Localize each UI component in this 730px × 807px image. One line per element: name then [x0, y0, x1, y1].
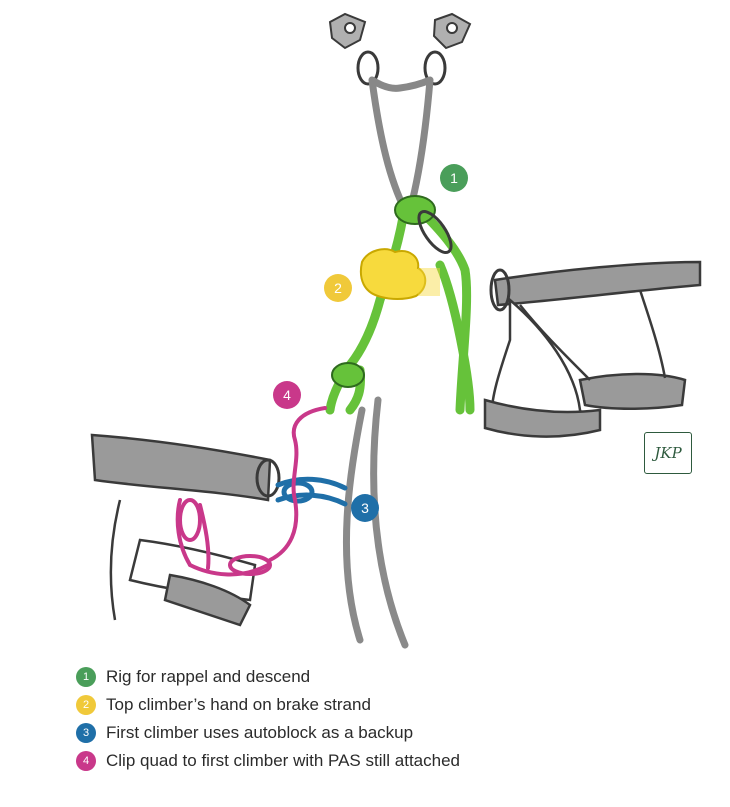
legend-dot-1: 1 [76, 667, 96, 687]
rappel-device [394, 195, 436, 225]
legend-text-4: Clip quad to first climber with PAS stil… [106, 751, 460, 770]
marker-4: 4 [273, 381, 301, 409]
right-harness-carabiner [489, 268, 511, 312]
lower-rappel-device [331, 362, 365, 388]
quad-pas [175, 406, 327, 577]
legend-item-2: 2 Top climber’s hand on brake strand [76, 693, 371, 717]
right-harness [483, 260, 702, 438]
hand-glow [418, 268, 440, 296]
left-harness [90, 433, 281, 627]
legend-dot-3: 3 [76, 723, 96, 743]
marker-1: 1 [440, 164, 468, 192]
legend-dot-4: 4 [76, 751, 96, 771]
legend-text-3: First climber uses autoblock as a backup [106, 723, 414, 742]
legend-dot-2: 2 [76, 695, 96, 715]
anchor-bolts [328, 12, 472, 86]
gray-rope-strands [342, 396, 409, 649]
legend-item-3: 3 First climber uses autoblock as a back… [76, 721, 413, 745]
legend-item-4: 4 Clip quad to first climber with PAS st… [76, 749, 460, 773]
marker-2: 2 [324, 274, 352, 302]
marker-3: 3 [351, 494, 379, 522]
brake-hand [359, 248, 427, 300]
legend-item-1: 1 Rig for rappel and descend [76, 665, 310, 689]
artist-signature: JKP [644, 432, 692, 474]
legend-text-1: Rig for rappel and descend [106, 667, 311, 686]
anchor-sling [368, 76, 434, 214]
autoblock [275, 476, 348, 507]
legend-text-2: Top climber’s hand on brake strand [106, 695, 371, 714]
upper-carabiner [417, 210, 453, 254]
